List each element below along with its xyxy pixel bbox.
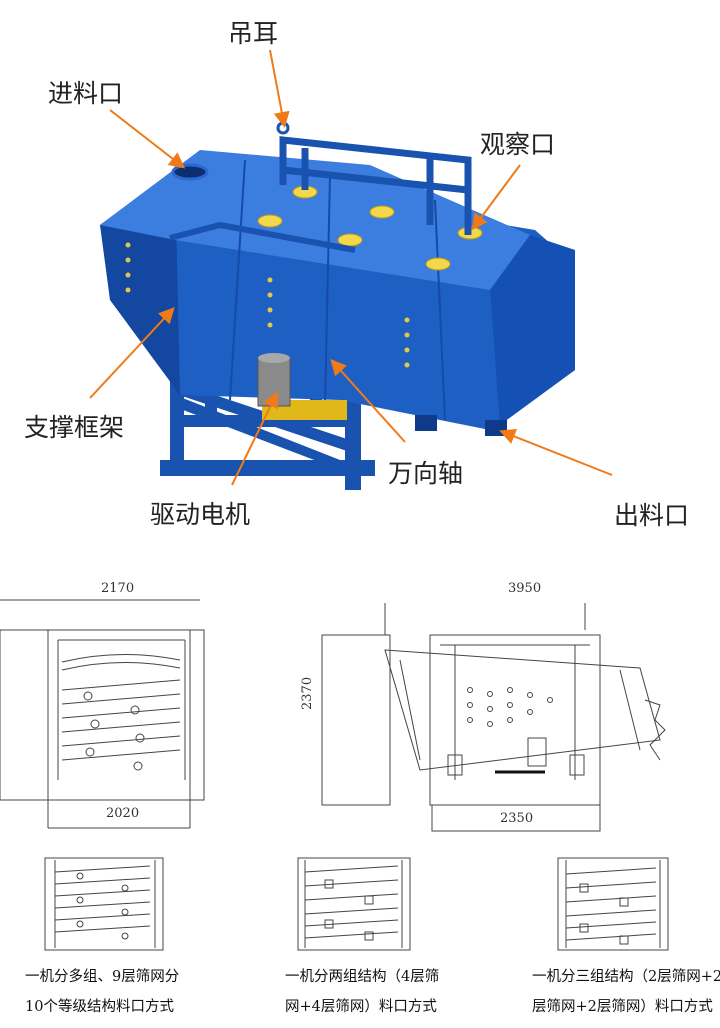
- machine-illustration: [89, 49, 613, 490]
- caption-left: 一机分多组、9层筛网分 10个等级结构料口方式: [25, 962, 179, 1022]
- caption-left-line1: 一机分多组、9层筛网分: [25, 969, 180, 985]
- deck-diagram-right: [557, 857, 669, 951]
- label-inspection-port: 观察口: [480, 130, 556, 159]
- feed-inlet-port: [171, 163, 209, 181]
- side-view-top-dimension: 2170: [101, 581, 135, 596]
- front-view-bottom-dimension: 2350: [500, 811, 534, 826]
- label-drive-motor: 驱动电机: [150, 500, 251, 529]
- label-lifting-lug: 吊耳: [228, 19, 279, 48]
- front-view-drawing: [321, 603, 666, 832]
- caption-middle-line2: 网+4层筛网）料口方式: [285, 999, 437, 1015]
- leader-arrows: [89, 49, 613, 486]
- label-support-frame: 支撑框架: [24, 413, 125, 442]
- front-view-left-dimension: 2370: [300, 676, 315, 710]
- lifting-lug-frame: [279, 136, 472, 235]
- label-universal-shaft: 万向轴: [388, 459, 464, 488]
- label-discharge-outlet: 出料口: [614, 501, 690, 530]
- caption-middle: 一机分两组结构（4层筛 网+4层筛网）料口方式: [285, 962, 439, 1022]
- drive-motor: [257, 353, 347, 420]
- side-view-bottom-dimension: 2020: [106, 806, 140, 821]
- label-feed-inlet: 进料口: [48, 79, 124, 108]
- deck-diagram-middle: [297, 857, 411, 951]
- deck-diagram-left: [44, 857, 164, 951]
- caption-right-line2: 层筛网+2层筛网）料口方式: [532, 999, 713, 1015]
- front-view-top-dimension: 3950: [508, 581, 542, 596]
- caption-left-line2: 10个等级结构料口方式: [25, 999, 174, 1015]
- caption-right: 一机分三组结构（2层筛网+2 层筛网+2层筛网）料口方式: [532, 962, 720, 1022]
- caption-middle-line1: 一机分两组结构（4层筛: [285, 969, 440, 985]
- side-view-drawing: [0, 599, 205, 829]
- caption-right-line1: 一机分三组结构（2层筛网+2: [532, 969, 720, 985]
